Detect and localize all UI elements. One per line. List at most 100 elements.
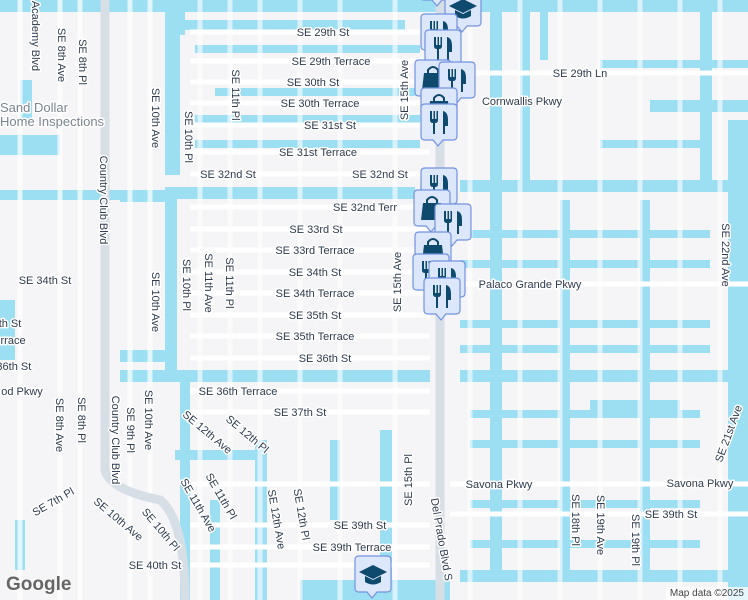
fork-knife-icon xyxy=(448,69,466,92)
street-label: SE 34th Terrace xyxy=(276,288,355,300)
street-label: SE 8th Pl xyxy=(75,397,87,443)
street-label: Savona Pkwy xyxy=(466,479,533,491)
street-label: SE 30th Terrace xyxy=(281,98,360,110)
street-label: SE 35th Terrace xyxy=(276,331,355,343)
street-label: Savona Pkwy xyxy=(667,478,734,490)
street-label: SE 31st Terrace xyxy=(279,147,357,159)
street-label: SE 36th St xyxy=(0,361,31,373)
street-label: SE 18th Pl xyxy=(569,494,581,546)
restaurant-marker[interactable] xyxy=(420,103,458,147)
street-label: SE 10th Ave xyxy=(91,496,145,544)
canal xyxy=(460,180,748,192)
canal xyxy=(540,0,548,60)
canal xyxy=(460,570,748,582)
street-label: SE 29th Ln xyxy=(553,68,607,80)
street-label: SE 10th Ave xyxy=(149,272,161,332)
street-label: SE 30th St xyxy=(287,77,340,89)
canal xyxy=(180,380,190,600)
canal xyxy=(470,440,700,448)
street-label: Cornwallis Pkwy xyxy=(482,96,563,108)
street-label: SE 33rd Terrace xyxy=(275,245,354,257)
street-label: SE 11th Pl xyxy=(229,69,241,120)
graduation-cap-icon xyxy=(359,565,387,585)
canal xyxy=(120,370,430,382)
canal xyxy=(460,230,710,238)
street-label: SE 10th Ave xyxy=(149,88,161,148)
street-label: Del Prado Blvd S xyxy=(428,497,454,582)
fork-knife-icon xyxy=(433,285,451,308)
canal xyxy=(600,140,700,148)
canal xyxy=(120,350,165,362)
street-label: SE 40th St xyxy=(129,560,182,572)
street-label: SE 29th Terrace xyxy=(292,56,371,68)
school-marker[interactable] xyxy=(354,555,392,599)
street-label: SE 11th Ave xyxy=(202,253,214,313)
canal xyxy=(470,410,700,418)
street-label: Academy Blvd xyxy=(29,1,41,71)
poi-label[interactable]: Home Inspections xyxy=(0,113,106,131)
canal xyxy=(460,260,710,268)
google-logo: Google xyxy=(6,574,72,595)
street-label: Country Club Blvd xyxy=(97,156,109,245)
restaurant-marker[interactable] xyxy=(423,277,461,321)
canal xyxy=(640,200,650,570)
canal xyxy=(650,100,748,112)
street-label: SE 32nd St xyxy=(352,169,408,181)
canal xyxy=(0,300,15,360)
street-label: SE 36th St xyxy=(299,353,352,365)
poi-label[interactable]: Sand Dollar xyxy=(0,99,70,117)
street-label: od Pkwy xyxy=(1,386,43,398)
map-attribution[interactable]: Map data ©2025 xyxy=(665,587,748,600)
street-label: SE 9th Pl xyxy=(124,407,136,453)
streets xyxy=(17,0,748,600)
canal xyxy=(195,115,420,123)
street-label: SE 15th Ave xyxy=(399,60,411,120)
street-label: SE 39th St xyxy=(334,520,387,532)
street-label: SE 22nd Ave xyxy=(719,223,731,286)
restaurant-marker[interactable] xyxy=(438,61,476,105)
fork-knife-icon xyxy=(434,37,452,60)
canal xyxy=(520,0,530,180)
canal xyxy=(490,0,502,580)
street-label: SE 37th St xyxy=(274,407,327,419)
street-label: SE 35th St xyxy=(289,310,342,322)
graduation-cap-icon xyxy=(449,0,477,19)
canal xyxy=(0,135,60,155)
street-label: SE 10th Ave xyxy=(142,390,154,450)
street-label: th St xyxy=(0,318,21,330)
canal xyxy=(600,60,748,68)
canal xyxy=(165,187,177,377)
canal xyxy=(175,450,255,460)
street-label: SE 32nd St xyxy=(200,169,256,181)
country-club-blvd xyxy=(100,0,190,600)
street-label: SE 36th Terrace xyxy=(199,386,278,398)
street-label: SE 15th Pl xyxy=(403,454,415,506)
street-label: SE 19th Ave xyxy=(594,495,606,555)
canal xyxy=(470,500,700,508)
place-markers[interactable] xyxy=(354,0,482,599)
restaurant-marker[interactable] xyxy=(420,0,456,7)
street-label: SE 34th St xyxy=(289,267,342,279)
street-label: SE 15th Ave xyxy=(392,252,404,312)
street-label: SE 11th Pl xyxy=(223,257,235,308)
canal xyxy=(20,80,32,120)
canal xyxy=(120,190,165,202)
street-label: SE 12th Ave xyxy=(265,489,287,551)
canal xyxy=(700,0,712,190)
street-label: SE 31st St xyxy=(304,120,356,132)
canal xyxy=(590,400,680,412)
street-label: SE 39th Terrace xyxy=(313,542,392,554)
canal xyxy=(215,88,415,96)
fork-knife-icon xyxy=(430,111,448,134)
street-label: SE 10th Pl xyxy=(180,259,192,311)
street-label: SE 8th Ave xyxy=(55,28,67,82)
street-label: SE 10th Pl xyxy=(182,111,194,163)
canal xyxy=(210,500,220,600)
street-label: SE 12th Pl xyxy=(291,488,312,541)
street-label: Palaco Grande Pkwy xyxy=(479,279,582,291)
street-label: SE 8th Pl xyxy=(76,39,88,85)
street-label: SE 19th Pl xyxy=(629,514,641,566)
